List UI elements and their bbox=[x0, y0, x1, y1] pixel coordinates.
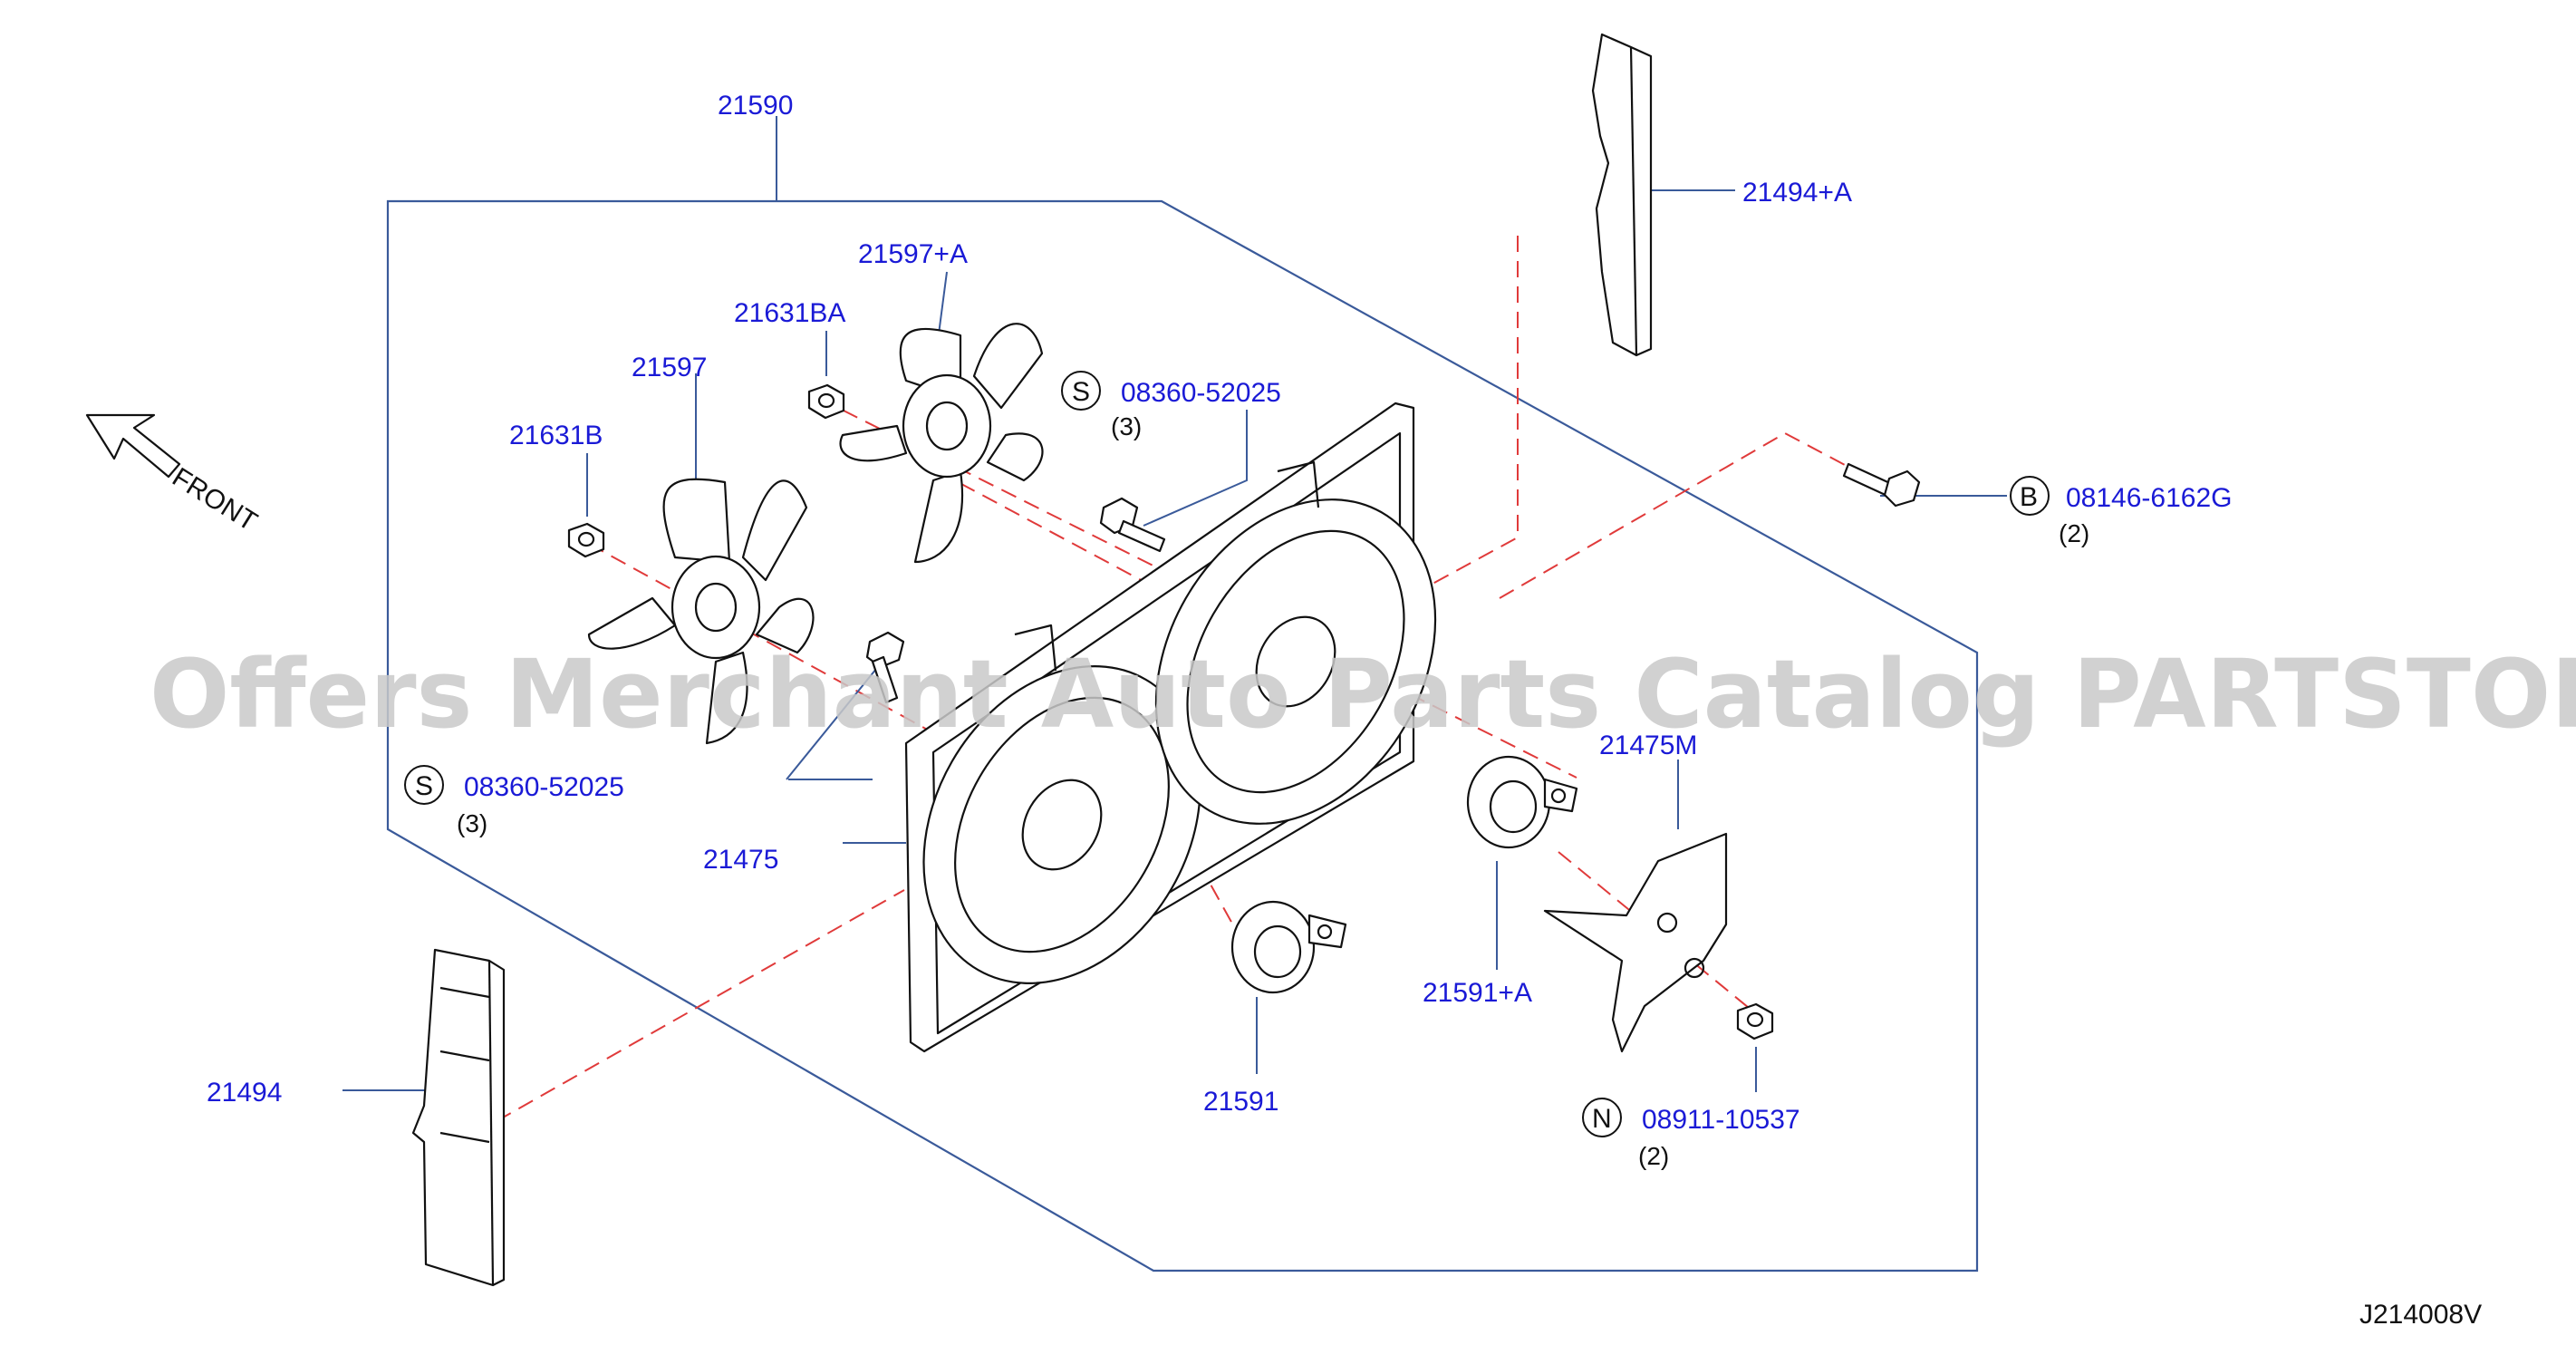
label-21494A[interactable]: 21494+A bbox=[1742, 178, 1852, 208]
qty-b-right: (2) bbox=[2059, 519, 2089, 547]
label-21590[interactable]: 21590 bbox=[718, 91, 793, 121]
front-direction-indicator: FRONT bbox=[85, 413, 262, 537]
fan-21597 bbox=[587, 478, 815, 745]
motor-bracket bbox=[1543, 832, 1728, 1053]
shroud-seal-right bbox=[1591, 33, 1653, 357]
front-label: FRONT bbox=[167, 462, 262, 537]
nut-21631B bbox=[567, 522, 605, 558]
shroud-seal-left bbox=[411, 948, 506, 1287]
fastener-b-right: B 08146-6162G (2) bbox=[2010, 476, 2233, 547]
label-21494[interactable]: 21494 bbox=[207, 1078, 282, 1108]
motor-21591A bbox=[1466, 755, 1578, 849]
symbol-s-left: S bbox=[415, 771, 433, 801]
label-21591A[interactable]: 21591+A bbox=[1423, 978, 1532, 1008]
reference-code: J214008V bbox=[2359, 1300, 2482, 1330]
label-21475M[interactable]: 21475M bbox=[1599, 731, 1697, 760]
part-labels: 21590 21494+A 21597+A 21631BA 21597 2163… bbox=[207, 91, 1852, 1117]
label-21631B[interactable]: 21631B bbox=[509, 421, 603, 450]
bolt-s-left bbox=[865, 631, 905, 704]
watermark: Offers Merchant Auto Parts Catalog PARTS… bbox=[150, 639, 2576, 750]
qty-n-bottom: (2) bbox=[1638, 1142, 1669, 1170]
front-arrow-icon bbox=[85, 413, 181, 479]
label-21597[interactable]: 21597 bbox=[632, 353, 707, 382]
nut-n-bottom bbox=[1736, 1002, 1774, 1040]
label-08360-52025-top[interactable]: 08360-52025 bbox=[1121, 378, 1281, 408]
symbol-s-top: S bbox=[1072, 377, 1090, 407]
qty-s-left: (3) bbox=[457, 809, 487, 837]
assembly-frame bbox=[386, 199, 1979, 1272]
bolt-s-top bbox=[1099, 497, 1166, 553]
motor-21591 bbox=[1230, 900, 1347, 994]
label-08360-52025-left[interactable]: 08360-52025 bbox=[464, 772, 624, 802]
label-21597A[interactable]: 21597+A bbox=[858, 239, 968, 269]
label-21475[interactable]: 21475 bbox=[703, 845, 778, 875]
symbol-b-right: B bbox=[2020, 482, 2038, 512]
label-21631BA[interactable]: 21631BA bbox=[734, 298, 845, 328]
label-08911-10537[interactable]: 08911-10537 bbox=[1642, 1105, 1800, 1135]
fastener-n-bottom: N 08911-10537 (2) bbox=[1582, 1098, 1800, 1170]
nut-21631BA bbox=[807, 383, 845, 420]
qty-s-top: (3) bbox=[1111, 412, 1142, 440]
fan-21597A bbox=[839, 323, 1044, 564]
fastener-s-top: S 08360-52025 (3) bbox=[1061, 371, 1281, 440]
bolt-b-right bbox=[1842, 462, 1921, 508]
fastener-s-left: S 08360-52025 (3) bbox=[404, 765, 624, 837]
label-08146-6162G[interactable]: 08146-6162G bbox=[2066, 483, 2233, 513]
symbol-n-bottom: N bbox=[1592, 1104, 1612, 1134]
fan-shroud bbox=[904, 402, 1437, 1053]
label-21591[interactable]: 21591 bbox=[1203, 1087, 1278, 1117]
